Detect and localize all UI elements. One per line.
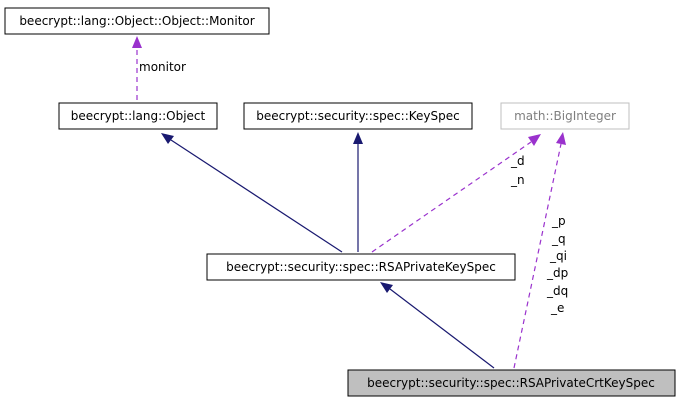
edge-label-q: _q (551, 232, 566, 246)
edge-rsaprivatekeyspec-keyspec (353, 132, 363, 252)
node-rsaprivatekeyspec[interactable]: beecrypt::security::spec::RSAPrivateKeyS… (206, 253, 516, 281)
node-monitor-label: beecrypt::lang::Object::Object::Monitor (19, 14, 254, 28)
edge-label-d: _d (510, 154, 525, 168)
edge-label-n: _n (510, 173, 525, 187)
node-monitor[interactable]: beecrypt::lang::Object::Object::Monitor (4, 7, 270, 35)
edge-label-p: _p (551, 214, 566, 228)
node-keyspec[interactable]: beecrypt::security::spec::KeySpec (243, 102, 473, 130)
node-biginteger-label: math::BigInteger (514, 109, 616, 123)
edge-label-dp: _dp (546, 266, 568, 280)
node-object-label: beecrypt::lang::Object (71, 109, 206, 123)
edge-object-monitor: monitor (132, 36, 186, 100)
node-rsaprivatecrtkeyspec[interactable]: beecrypt::security::spec::RSAPrivateCrtK… (347, 369, 676, 397)
edge-label-e: _e (550, 301, 564, 315)
node-rsaprivatekeyspec-label: beecrypt::security::spec::RSAPrivateKeyS… (226, 260, 496, 274)
edge-label-dq: _dq (546, 284, 568, 298)
node-rsaprivatecrtkeyspec-label: beecrypt::security::spec::RSAPrivateCrtK… (367, 376, 655, 390)
node-biginteger[interactable]: math::BigInteger (500, 102, 630, 130)
edge-rsaprivatekeyspec-biginteger: _d _n (371, 134, 541, 253)
edge-rsaprivatecrtkeyspec-rsaprivatekeyspec (380, 282, 495, 369)
edge-rsaprivatecrtkeyspec-biginteger: _p _q _qi _dp _dq _e (513, 132, 568, 369)
edge-label-monitor: monitor (139, 60, 186, 74)
edge-rsaprivatekeyspec-object (161, 133, 343, 253)
node-keyspec-label: beecrypt::security::spec::KeySpec (256, 109, 459, 123)
edge-label-qi: _qi (549, 249, 567, 263)
node-object[interactable]: beecrypt::lang::Object (58, 102, 218, 130)
